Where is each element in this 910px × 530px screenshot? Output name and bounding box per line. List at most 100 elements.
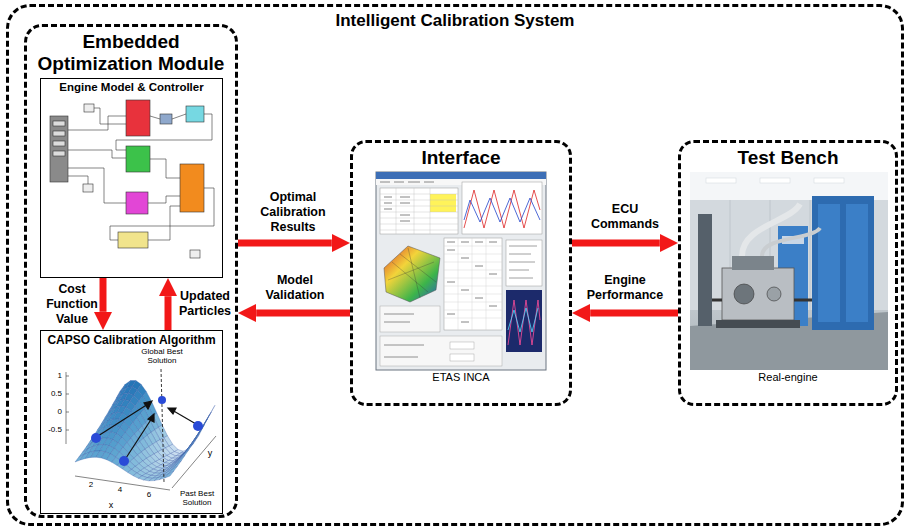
test-bench-photo-part bbox=[722, 268, 794, 320]
simulink-model-part bbox=[53, 121, 65, 126]
test-bench-photo-part bbox=[734, 284, 754, 304]
flow-arrow bbox=[590, 310, 678, 317]
flow-arrow bbox=[238, 240, 332, 247]
surface-plot bbox=[66, 369, 216, 490]
surface-plot-part bbox=[98, 401, 196, 458]
surface-plot-part-part bbox=[98, 404, 148, 436]
simulink-model-part-part bbox=[148, 206, 180, 240]
surface-plot-part bbox=[66, 372, 67, 444]
text-slot: Test Bench bbox=[681, 147, 895, 169]
test-bench-photo-part bbox=[760, 178, 790, 183]
axis-tick: 2 bbox=[84, 480, 98, 489]
label-slot: 0.5 bbox=[38, 389, 62, 398]
flow-arrow bbox=[256, 310, 350, 317]
test-bench-photo-part bbox=[846, 204, 868, 322]
test-bench-photo-part bbox=[732, 256, 774, 270]
surface-plot-part bbox=[161, 369, 164, 482]
inca-screenshot-part bbox=[380, 306, 440, 332]
connector-group bbox=[103, 243, 678, 330]
label-slot: Cost Function Value bbox=[46, 282, 98, 327]
system-boundary: Engine Model & ControllerCAPSO Calibrati… bbox=[6, 4, 904, 526]
surface-patch bbox=[92, 434, 101, 443]
label-slot: 6 bbox=[142, 490, 156, 499]
inca-screenshot-part bbox=[506, 290, 542, 352]
simulink-model-part-part bbox=[68, 176, 88, 184]
image-caption: ETAS INCA bbox=[356, 371, 566, 384]
axis-tick: 6 bbox=[142, 490, 156, 499]
text-slot: Real-engine bbox=[681, 371, 895, 384]
simulink-model bbox=[50, 100, 214, 258]
inca-screenshot-part bbox=[384, 246, 440, 302]
flow-arrow bbox=[100, 278, 107, 312]
box-title: CAPSO Calibration Algorithm bbox=[44, 333, 219, 347]
simulink-model-part bbox=[84, 104, 94, 112]
inca-screenshot-part bbox=[447, 242, 497, 322]
surface-patch bbox=[176, 455, 185, 465]
surface-mesh bbox=[75, 381, 215, 481]
plot-annotation: Past Best Solution bbox=[174, 489, 220, 507]
flow-arrow bbox=[165, 296, 172, 330]
group-title: Intelligent Calibration System bbox=[12, 11, 898, 31]
test-bench-photo-part bbox=[690, 172, 888, 370]
inca-screenshot-part bbox=[464, 198, 540, 222]
simulink-model-part bbox=[53, 141, 65, 146]
simulink-model-part bbox=[53, 151, 65, 156]
test-bench-photo-part bbox=[706, 178, 736, 183]
test-bench-photo bbox=[690, 172, 888, 370]
inca-screenshot-part bbox=[508, 308, 538, 332]
surface-plot-part bbox=[119, 456, 129, 466]
inca-screenshot-part bbox=[384, 314, 424, 357]
test-bench-photo-part bbox=[762, 228, 820, 256]
test-bench-photo-part bbox=[767, 287, 781, 301]
surface-patch bbox=[165, 471, 174, 478]
text-slot: CAPSO Calibration Algorithm bbox=[41, 333, 222, 347]
inca-screenshot-part bbox=[464, 190, 540, 228]
inca-screenshot-part bbox=[380, 188, 458, 234]
surface-plot-part-part bbox=[144, 401, 152, 409]
inca-screenshot-part bbox=[380, 188, 458, 234]
inca-screenshot-part bbox=[462, 182, 542, 234]
label-slot: x bbox=[104, 500, 118, 510]
axis-label: x bbox=[104, 500, 118, 510]
label-slot: -0.5 bbox=[38, 425, 62, 434]
simulink-model-part bbox=[160, 114, 172, 124]
surface-patch bbox=[180, 450, 189, 460]
simulink-model-part-part bbox=[68, 150, 126, 158]
inca-screenshot-part bbox=[384, 197, 410, 221]
inca-screenshot bbox=[376, 172, 546, 370]
inca-screenshot-part bbox=[376, 172, 546, 179]
label-slot: Optimal Calibration Results bbox=[250, 190, 336, 235]
axis-tick: 4 bbox=[113, 485, 127, 494]
label-slot: Global Best Solution bbox=[136, 347, 188, 365]
surface-plot-part-part bbox=[148, 414, 154, 422]
arrow-label: Model Validation bbox=[252, 273, 338, 303]
test-bench-photo-part bbox=[712, 299, 812, 302]
arrow-label: Engine Performance bbox=[580, 273, 670, 303]
image-caption: Real-engine bbox=[684, 371, 892, 384]
label-slot: Past Best Solution bbox=[174, 489, 220, 507]
arrow-label: ECU Commands bbox=[582, 202, 668, 232]
axis-tick: 0 bbox=[38, 407, 62, 416]
arrow-label: Updated Particles bbox=[176, 289, 234, 319]
group-title: Interface bbox=[356, 147, 566, 169]
simulink-model-part bbox=[83, 184, 93, 192]
plot-annotation: Global Best Solution bbox=[136, 347, 188, 365]
label-slot: 4 bbox=[113, 485, 127, 494]
surface-plot-part bbox=[91, 433, 101, 443]
simulink-model-part-part bbox=[68, 116, 126, 130]
inca-screenshot-part bbox=[388, 248, 436, 298]
inca-screenshot-part bbox=[508, 300, 540, 345]
inca-screenshot-part bbox=[444, 238, 502, 330]
module-group: InterfaceETAS INCA bbox=[350, 140, 572, 406]
simulink-model-part-part bbox=[68, 168, 126, 203]
inca-screenshot-part bbox=[444, 238, 502, 330]
axis-label: y bbox=[203, 448, 217, 458]
simulink-model-part-part bbox=[150, 159, 180, 178]
surface-plot-part bbox=[158, 396, 166, 404]
label-slot: 1 bbox=[38, 371, 62, 380]
module-group: Test BenchReal-engine bbox=[678, 140, 898, 406]
axis-tick: -0.5 bbox=[38, 425, 62, 434]
axis-tick: 0.5 bbox=[38, 389, 62, 398]
